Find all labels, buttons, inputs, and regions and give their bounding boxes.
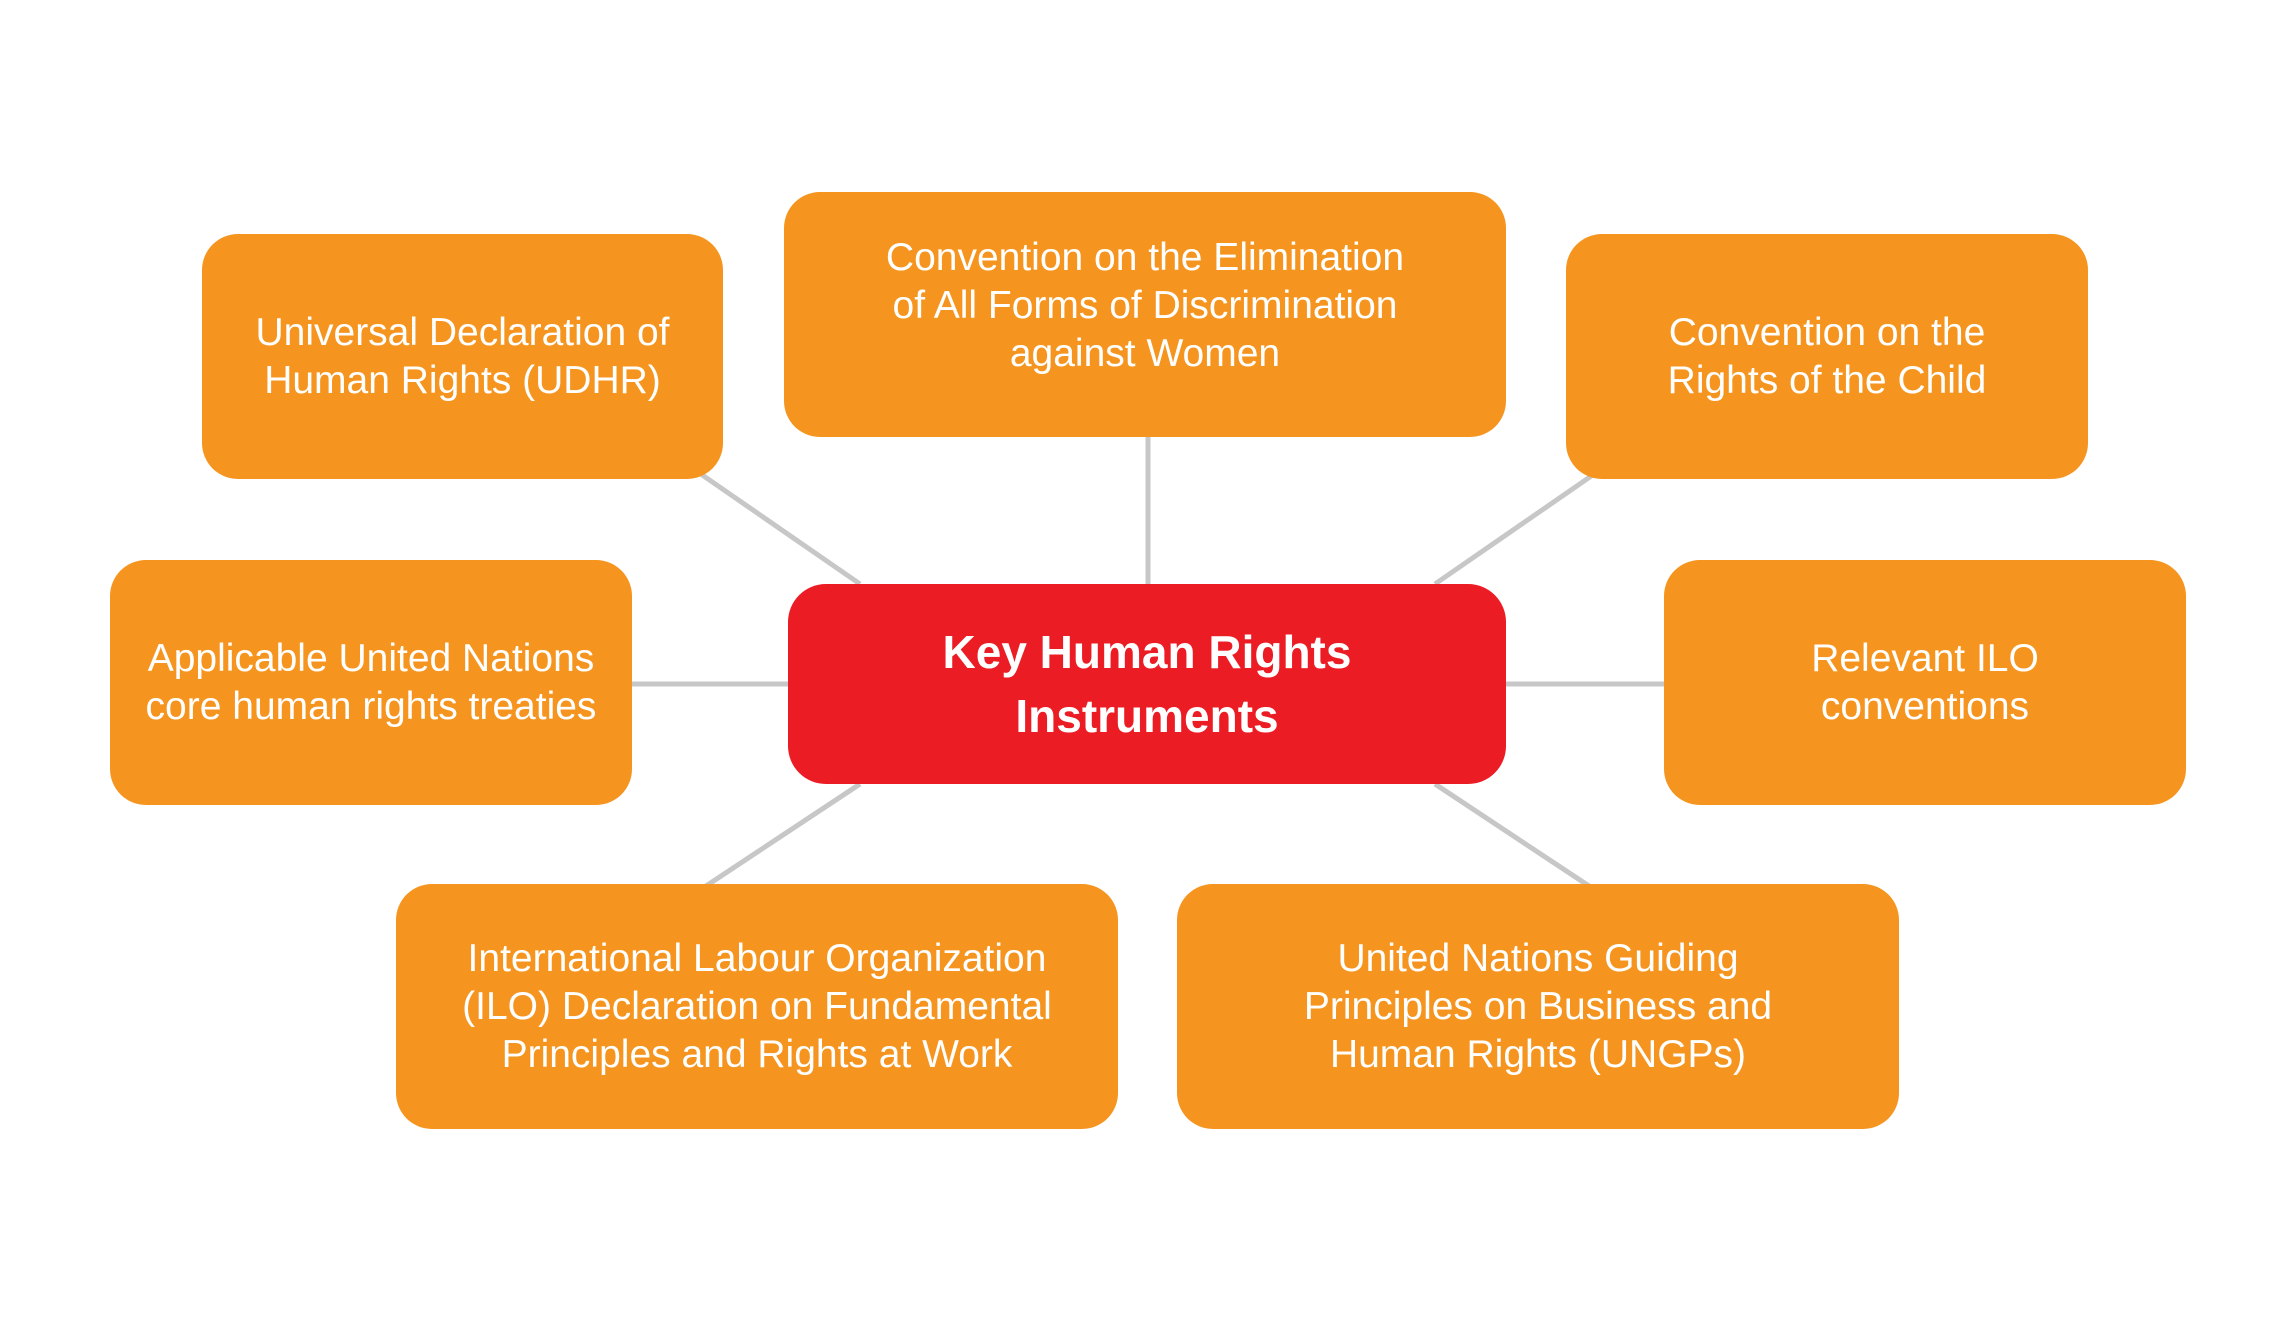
central-node: Key Human Rights Instruments	[788, 584, 1506, 784]
node-un-treaties-label: Applicable United Nations core human rig…	[145, 636, 597, 728]
node-cedaw: Convention on the Elimination of All For…	[784, 192, 1506, 437]
connector-ilo-declaration	[704, 781, 862, 889]
node-udhr: Universal Declaration of Human Rights (U…	[202, 234, 723, 479]
node-ilo-conventions-label: Relevant ILO conventions	[1811, 636, 2039, 728]
node-cedaw-label: Convention on the Elimination of All For…	[885, 235, 1405, 375]
node-ilo-declaration: International Labour Organization (ILO) …	[396, 884, 1118, 1129]
node-crc-label: Convention on the Rights of the Child	[1667, 310, 1987, 402]
connector-udhr	[693, 467, 862, 587]
central-node-label: Key Human Rights Instruments	[942, 626, 1352, 742]
node-udhr-label: Universal Declaration of Human Rights (U…	[255, 310, 670, 402]
connector-ungps	[1433, 781, 1591, 889]
node-ungps: United Nations Guiding Principles on Bus…	[1177, 884, 1899, 1129]
node-crc: Convention on the Rights of the Child	[1566, 234, 2088, 479]
connector-crc	[1433, 467, 1602, 587]
node-ilo-conventions: Relevant ILO conventions	[1664, 560, 2186, 805]
node-ungps-label: United Nations Guiding Principles on Bus…	[1303, 936, 1773, 1076]
node-un-treaties: Applicable United Nations core human rig…	[110, 560, 632, 805]
node-ilo-declaration-label: International Labour Organization (ILO) …	[462, 936, 1052, 1076]
